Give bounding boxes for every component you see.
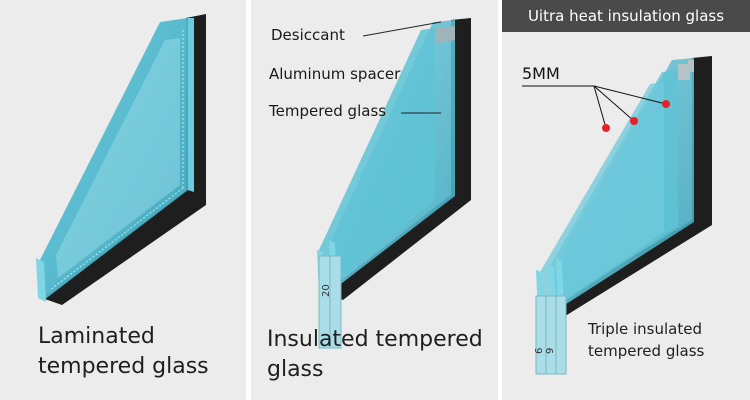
spacer-label: Aluminum spacer xyxy=(269,65,401,83)
triple-caption: Triple insulated tempered glass xyxy=(588,318,704,362)
gap-marker-3 xyxy=(662,100,670,108)
gap-marker-2 xyxy=(630,117,638,125)
desiccant-label: Desiccant xyxy=(271,26,345,44)
caption-line-1: Triple insulated xyxy=(588,320,702,338)
laminated-glass-panel: Laminated tempered glass xyxy=(0,0,246,400)
triple-glass-illustration: 6 9 xyxy=(522,56,712,375)
laminated-glass-illustration xyxy=(36,14,206,305)
caption-line-2: glass xyxy=(267,357,324,382)
gap-label: 5MM xyxy=(522,64,560,83)
caption-line-1: Insulated tempered xyxy=(267,327,483,352)
dimension-label: 20 xyxy=(321,284,332,297)
insulated-glass-illustration: 20 xyxy=(317,18,471,349)
laminated-caption: Laminated tempered glass xyxy=(38,322,209,382)
gap-marker-1 xyxy=(602,124,610,132)
caption-line-2: tempered glass xyxy=(38,354,209,379)
frame-shape xyxy=(546,56,712,318)
panel-banner: Uitra heat insulation glass xyxy=(502,0,750,32)
front-pane xyxy=(319,28,435,295)
insulated-caption: Insulated tempered glass xyxy=(267,325,483,385)
glass-edge xyxy=(36,258,46,302)
dimension-label-1: 6 xyxy=(534,348,545,354)
frame-shape xyxy=(42,14,206,305)
dimension-label-2: 9 xyxy=(545,348,556,354)
frame-shape xyxy=(326,18,471,300)
glass-face xyxy=(40,18,188,300)
pane-1 xyxy=(540,82,664,316)
caption-line-2: tempered glass xyxy=(588,342,705,360)
caption-line-1: Laminated xyxy=(38,324,155,349)
insulated-glass-panel: 20 Desiccant Aluminum spacer Tempered gl… xyxy=(251,0,498,400)
tempered-label: Tempered glass xyxy=(269,102,387,120)
triple-glass-panel: Uitra heat insulation glass xyxy=(502,0,750,400)
